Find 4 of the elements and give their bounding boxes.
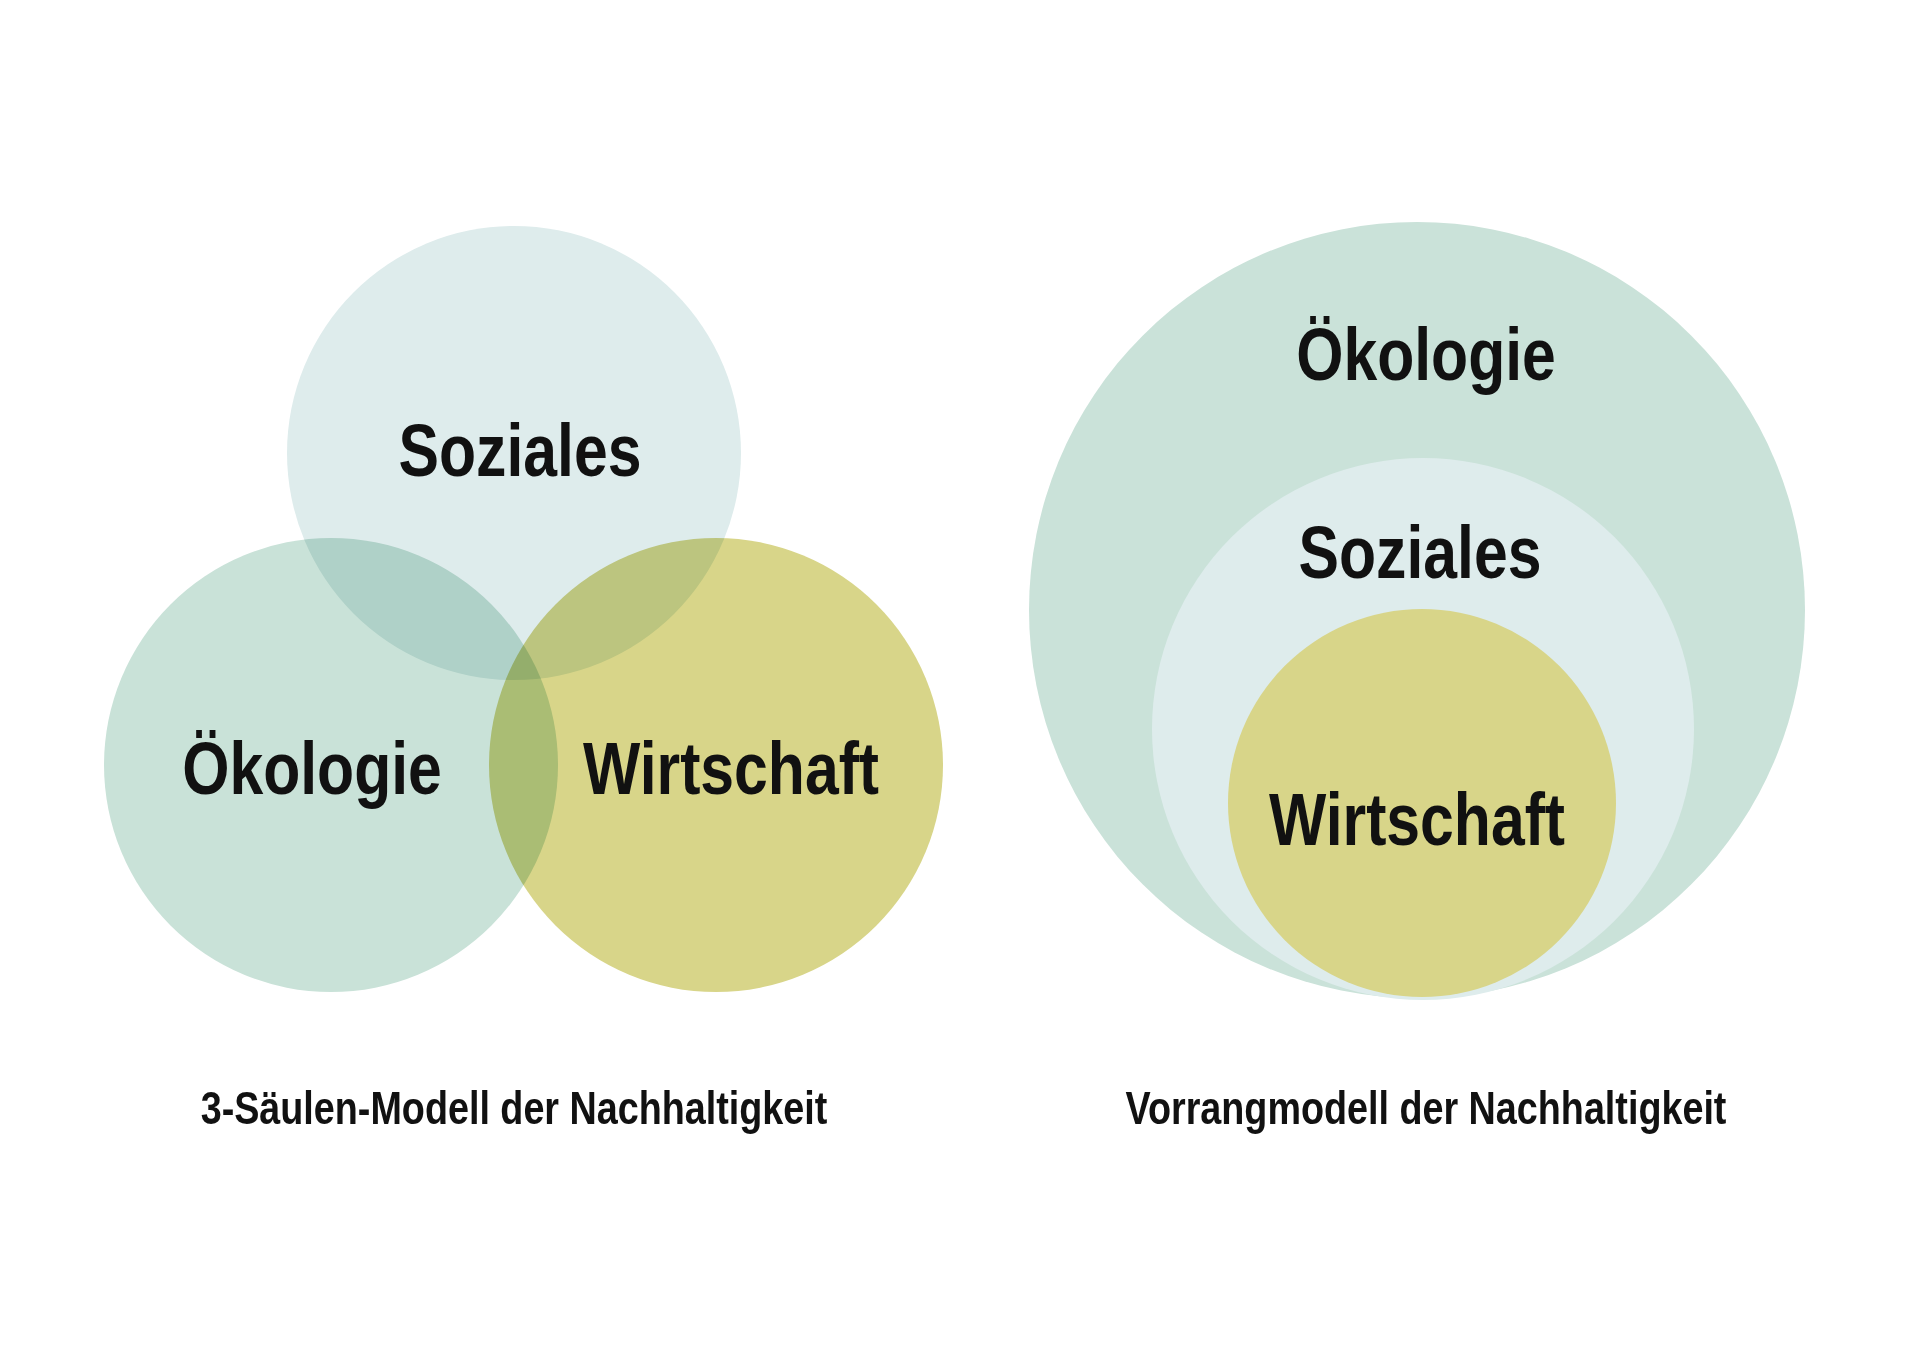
domain-label: Wirtschaft: [1268, 783, 1566, 857]
domain-label: Soziales: [398, 414, 642, 488]
domain-label: Soziales: [1298, 516, 1542, 590]
domain-label: Wirtschaft: [582, 732, 880, 806]
